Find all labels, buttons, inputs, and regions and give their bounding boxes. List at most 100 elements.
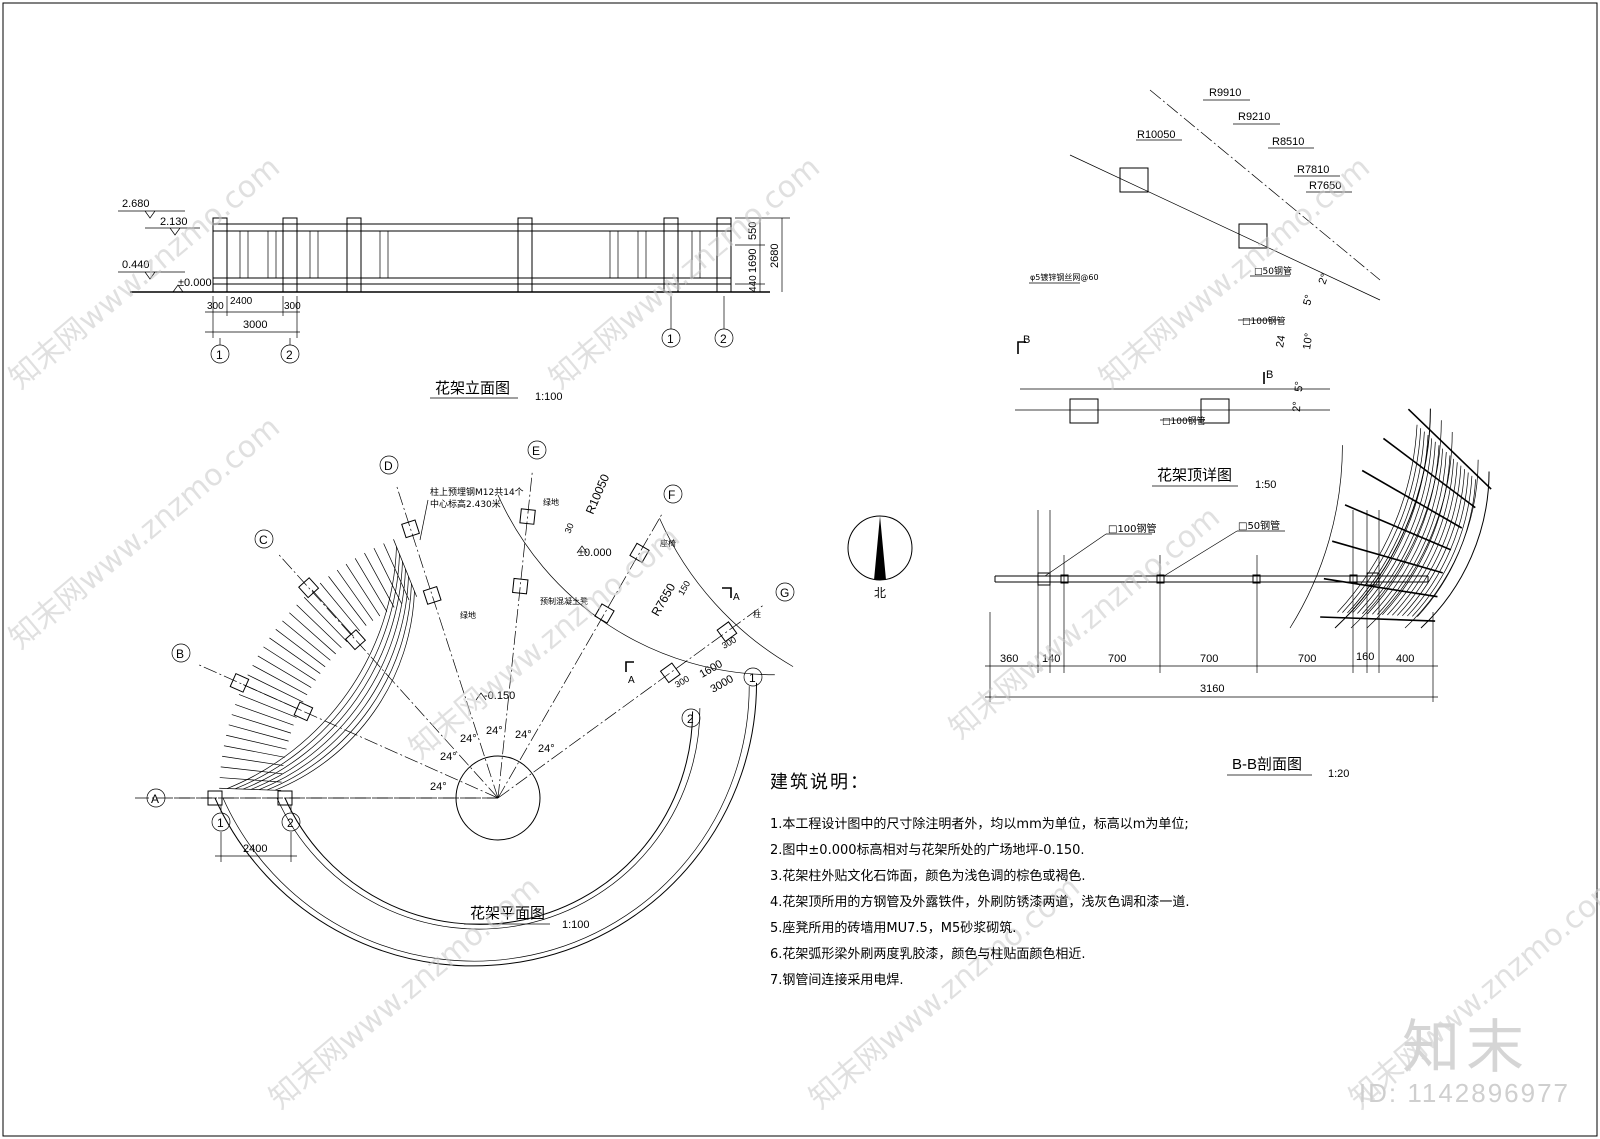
dim-3000: 3000 [243,319,267,331]
plan-axis-2: 2 [287,816,294,830]
canopy-slat [228,724,289,742]
dim-2400: 2400 [230,296,253,307]
roof-mesh [1372,448,1443,615]
north-arrow: 北 [847,515,913,600]
watermark-text: 知末网www.znzmo.com [3,410,287,656]
roof-r9910: R9910 [1209,87,1241,99]
roof-r7810: R7810 [1297,164,1329,176]
canopy-slat [220,766,283,775]
north-label: 北 [874,586,886,600]
dim-300-left: 300 [207,301,224,312]
axis-G: G [780,586,789,600]
rafter [239,230,249,279]
angle-4: 24° [486,725,503,737]
plan-level-000: ±0.000 [578,547,612,559]
pipe-50 [1252,574,1261,584]
plan-radius-7650: R7650 [648,581,678,619]
dim-300-right: 300 [284,301,301,312]
section-bb-view: □100钢管 □50钢管 360 140 700 700 700 160 400… [985,510,1438,780]
plan-column [519,508,536,525]
note-item: 3.花架柱外贴文化石饰面，颜色为浅色调的棕色或褐色. [770,869,1086,884]
rafter [609,230,619,279]
annotation-green-1: 绿地 [543,497,559,507]
plan-axis-1: 1 [217,816,224,830]
axis-1b: 1 [667,332,674,346]
canopy-slat [275,629,326,668]
roof-mesh [1417,479,1476,617]
roof-mesh [1357,438,1433,614]
dim-2680: 2680 [769,244,781,268]
roof-section-b-left: B [1023,334,1030,346]
plan-dim-300a: 300 [673,674,691,690]
canopy-slat [289,612,336,655]
image-id: ID: 1142896977 [1358,1078,1570,1108]
outer-arc-inner [222,686,750,962]
roof-column [1238,223,1268,249]
canopy-purlin [275,591,415,791]
axis-2: 2 [286,348,293,362]
plan-column [422,585,442,605]
column [212,217,228,293]
elevation-title: 花架立面图 [435,379,510,397]
dim-550: 550 [747,222,759,240]
roof-column [1069,398,1099,424]
watermark-text: 知末网www.znzmo.com [3,150,287,396]
axis-F: F [668,488,675,502]
pipe-100-left [1037,572,1051,586]
section-a-bottom: A [628,675,635,686]
bb-dim-140: 140 [1042,653,1060,665]
level-0440: 0.440 [122,259,150,271]
canopy-slat [219,777,282,783]
notes-title: 建筑说明： [770,772,870,793]
canopy-slat [263,646,316,681]
plan-level-0150: -0.150 [484,690,515,702]
roof-mesh [1392,462,1458,616]
roof-mesh [1397,465,1462,616]
level-2130: 2.130 [160,216,188,228]
roof-arc [1366,431,1453,629]
watermark-text: 知末网www.znzmo.com [943,500,1227,746]
canopy-slat [247,674,304,703]
roof-arc [1350,420,1442,629]
guide-line [1069,154,1381,301]
pipe-50 [1060,574,1069,584]
inner-arc [284,711,694,925]
roof-mesh [1402,469,1465,617]
roof-mesh [1352,434,1429,614]
plan-dim-150: 150 [676,579,692,597]
plan-column [229,672,250,693]
roof-pipe50-label: □50钢管 [1254,265,1292,277]
angle-6: 24° [538,743,555,755]
design-notes: 建筑说明： 1.本工程设计图中的尺寸除注明者外，均以mm为单位，标高以m为单位;… [770,768,1190,994]
level-000: ±0.000 [178,277,212,289]
annotation-elevation: 中心标高2.430米 [430,498,501,510]
canopy-slat [328,576,367,626]
rafter [379,230,389,279]
roof-arc [1420,471,1490,629]
angle-3: 24° [460,733,477,745]
canopy-slat [238,694,297,718]
roof-arc [1334,408,1431,629]
bb-dim-700c: 700 [1298,653,1316,665]
roof-detail-view: R9910 R9210 R10050 R8510 R7810 R7650 2° … [1015,87,1492,629]
dim-440: 440 [748,275,759,292]
canopy-slat [257,655,312,688]
plan-column [401,519,420,539]
annotation-column: 柱 [753,609,761,619]
canopy-slat [393,539,418,597]
canopy-purlin [235,554,400,790]
roof-beam [1382,437,1476,509]
axis-A: A [151,792,159,806]
bb-scale: 1:20 [1328,768,1349,780]
axis-1: 1 [216,348,223,362]
plan-axis-1b: 1 [749,671,756,685]
annotation-seat: 座椅 [660,538,676,548]
roof-angle-2: 5° [1301,293,1315,306]
note-item: 7.钢管间连接采用电焊. [770,973,904,988]
roof-mesh [1347,431,1425,614]
bb-dim-400: 400 [1396,653,1414,665]
axis-E: E [532,444,540,458]
roof-title: 花架顶详图 [1157,466,1232,484]
